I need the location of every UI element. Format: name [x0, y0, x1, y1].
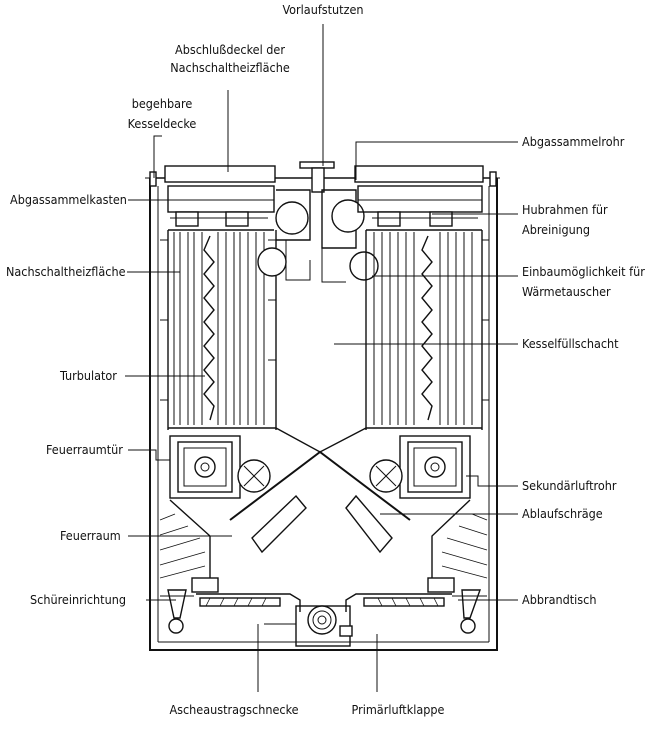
right-exhaust-pipes [321, 189, 379, 283]
labels: Vorlaufstutzen Abschlußdeckel der Nachsc… [6, 2, 645, 717]
label-einbaumoeglichkeit-line2: Wärmetauscher [522, 284, 611, 299]
boiler-body [145, 165, 500, 651]
label-vorlaufstutzen: Vorlaufstutzen [282, 2, 363, 17]
right-turbulator [421, 235, 433, 421]
label-einbaumoeglichkeit-line1: Einbaumöglichkeit für [522, 264, 645, 279]
firebox [159, 427, 488, 590]
label-primaerluftklappe: Primärluftklappe [352, 702, 445, 717]
label-abschlussdeckel-line2: Nachschaltheizfläche [170, 60, 290, 75]
label-hubrahmen-line2: Abreinigung [522, 222, 590, 237]
label-kesselfuellschacht: Kesselfüllschacht [522, 336, 619, 351]
left-turbulator [203, 235, 215, 421]
label-schuereinrichtung: Schüreinrichtung [30, 592, 126, 607]
label-feuerraumtuer: Feuerraumtür [46, 442, 123, 457]
label-nachschaltheizflaeche: Nachschaltheizfläche [6, 264, 126, 279]
left-exhaust-pipes [257, 189, 311, 281]
right-tube-bundle [373, 232, 473, 425]
label-ascheaustragschnecke: Ascheaustragschnecke [169, 702, 298, 717]
label-abgassammelrohr: Abgassammelrohr [522, 134, 625, 149]
label-sekundaerluftrohr: Sekundärluftrohr [522, 478, 617, 493]
label-turbulator: Turbulator [59, 368, 117, 383]
right-heat-exchanger [357, 185, 489, 430]
label-abschlussdeckel-line1: Abschlußdeckel der [175, 42, 285, 57]
left-tube-bundle [173, 232, 265, 425]
label-abbrandtisch: Abbrandtisch [522, 592, 596, 607]
schuereinrichtung-right [427, 577, 487, 634]
label-abgassammelkasten: Abgassammelkasten [10, 192, 127, 207]
leader-lines [125, 24, 518, 692]
label-begehbare-line1: begehbare [132, 96, 193, 111]
ascheaustragschnecke [264, 605, 353, 647]
schuereinrichtung-left [160, 577, 219, 634]
vorlaufstutzen-pipe [299, 161, 335, 193]
label-hubrahmen-line1: Hubrahmen für [522, 202, 608, 217]
label-feuerraum: Feuerraum [60, 528, 121, 543]
label-ablaufschraege: Ablaufschräge [522, 506, 603, 521]
label-begehbare-line2: Kesseldecke [128, 116, 197, 131]
left-heat-exchanger [160, 185, 277, 430]
